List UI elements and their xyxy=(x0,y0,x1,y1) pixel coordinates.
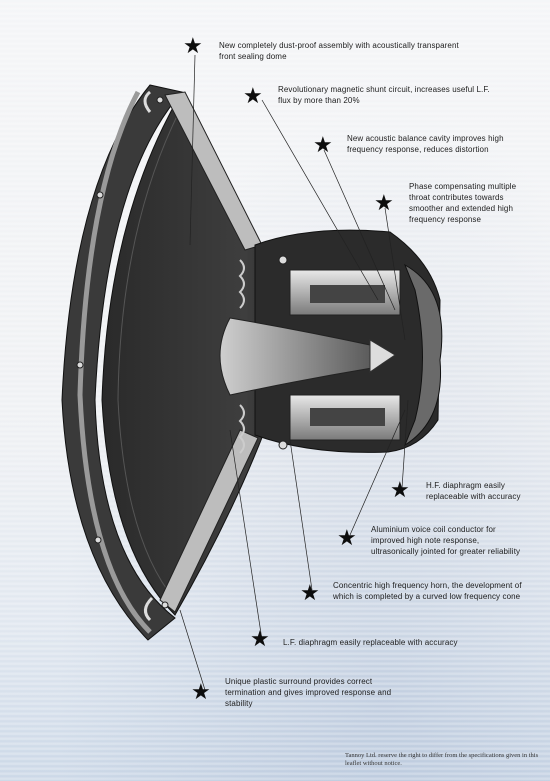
star-icon: ★ xyxy=(183,34,203,59)
callout-concentric-hf-horn: Concentric high frequency horn, the deve… xyxy=(333,581,522,601)
callout-lf-diaphragm: L.F. diaphragm easily replaceable with a… xyxy=(283,638,458,647)
star-icon: ★ xyxy=(191,680,211,705)
callout-hf-diaphragm: H.F. diaphragm easily replaceable with a… xyxy=(426,481,521,501)
callout-dust-proof-assembly: New completely dust-proof assembly with … xyxy=(219,41,459,61)
callout-phase-compensating-throat: Phase compensating multiple throat contr… xyxy=(409,182,517,224)
frame-rim-face xyxy=(77,90,152,634)
footnote-disclaimer: Tannoy Ltd. reserve the right to differ … xyxy=(345,752,539,767)
rear-cap xyxy=(403,263,443,447)
star-icon: ★ xyxy=(337,526,357,551)
leader-lines xyxy=(179,54,409,691)
hf-horn xyxy=(219,317,373,396)
star-icon: ★ xyxy=(390,478,410,503)
star-icon: ★ xyxy=(313,133,333,158)
star-icon: ★ xyxy=(374,191,394,216)
star-icon: ★ xyxy=(243,84,263,109)
star-icon: ★ xyxy=(300,581,320,606)
callout-aluminium-voice-coil: Aluminium voice coil conductor for impro… xyxy=(371,525,521,556)
star-icon: ★ xyxy=(250,627,270,652)
callout-plastic-surround: Unique plastic surround provides correct… xyxy=(225,677,392,708)
callout-acoustic-balance-cavity: New acoustic balance cavity improves hig… xyxy=(347,134,504,154)
callout-magnetic-shunt-circuit: Revolutionary magnetic shunt circuit, in… xyxy=(278,85,490,105)
